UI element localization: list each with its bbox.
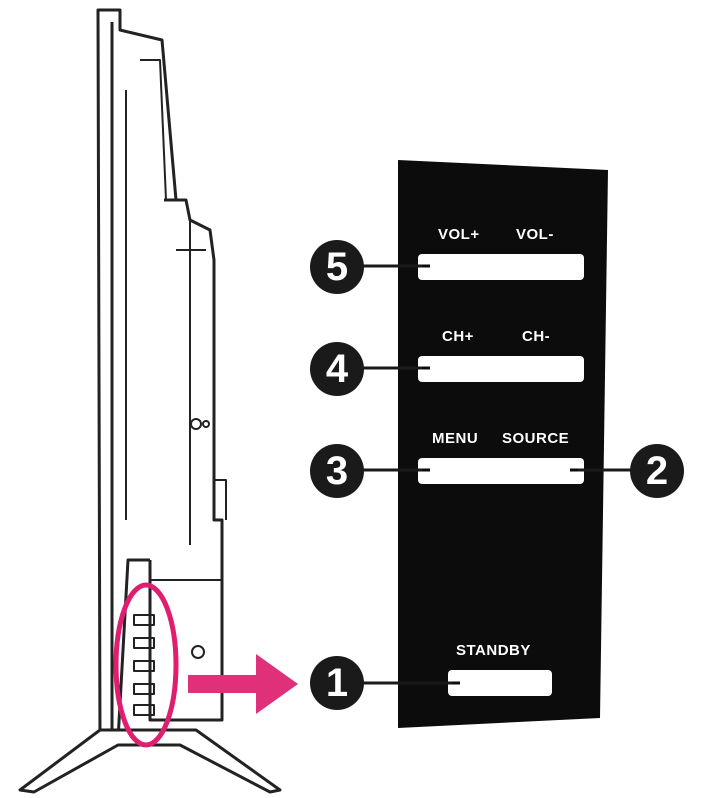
tv-screen-edge-2 bbox=[140, 59, 167, 201]
callout-2: 2 bbox=[630, 444, 684, 498]
side-button-5 bbox=[133, 704, 155, 716]
vol-button-slot bbox=[418, 254, 584, 280]
ch-minus-label: CH- bbox=[522, 328, 551, 345]
menu-label: MENU bbox=[432, 430, 479, 447]
leader-lines bbox=[362, 264, 632, 685]
button-highlight-ellipse bbox=[113, 582, 179, 748]
menu-source-button-slot bbox=[418, 458, 584, 484]
tv-back-line-3 bbox=[214, 479, 227, 520]
callout-4: 4 bbox=[310, 342, 364, 396]
tv-port bbox=[190, 418, 202, 430]
standby-label: STANDBY bbox=[456, 642, 531, 659]
ch-button-slot bbox=[418, 356, 584, 382]
vol-minus-label: VOL- bbox=[516, 226, 554, 243]
side-button-2 bbox=[133, 637, 155, 649]
ch-plus-label: CH+ bbox=[442, 328, 474, 345]
vol-plus-label: VOL+ bbox=[438, 226, 480, 243]
tv-side-view bbox=[18, 8, 282, 794]
side-button-3 bbox=[133, 660, 155, 672]
callout-1: 1 bbox=[310, 656, 364, 710]
tv-stand bbox=[18, 728, 282, 794]
tv-port-2 bbox=[202, 420, 210, 428]
panel-buttons bbox=[418, 254, 584, 696]
standby-button-slot bbox=[448, 670, 552, 696]
source-label: SOURCE bbox=[502, 430, 570, 447]
right-arrow-icon bbox=[188, 654, 298, 714]
callout-5: 5 bbox=[310, 240, 364, 294]
side-button-4 bbox=[133, 683, 155, 695]
tv-back-housing bbox=[148, 198, 224, 722]
side-button-1 bbox=[133, 614, 155, 626]
control-panel bbox=[398, 160, 608, 728]
callout-3: 3 bbox=[310, 444, 364, 498]
tv-power-led bbox=[191, 645, 205, 659]
panel-button-ticks bbox=[422, 264, 580, 685]
